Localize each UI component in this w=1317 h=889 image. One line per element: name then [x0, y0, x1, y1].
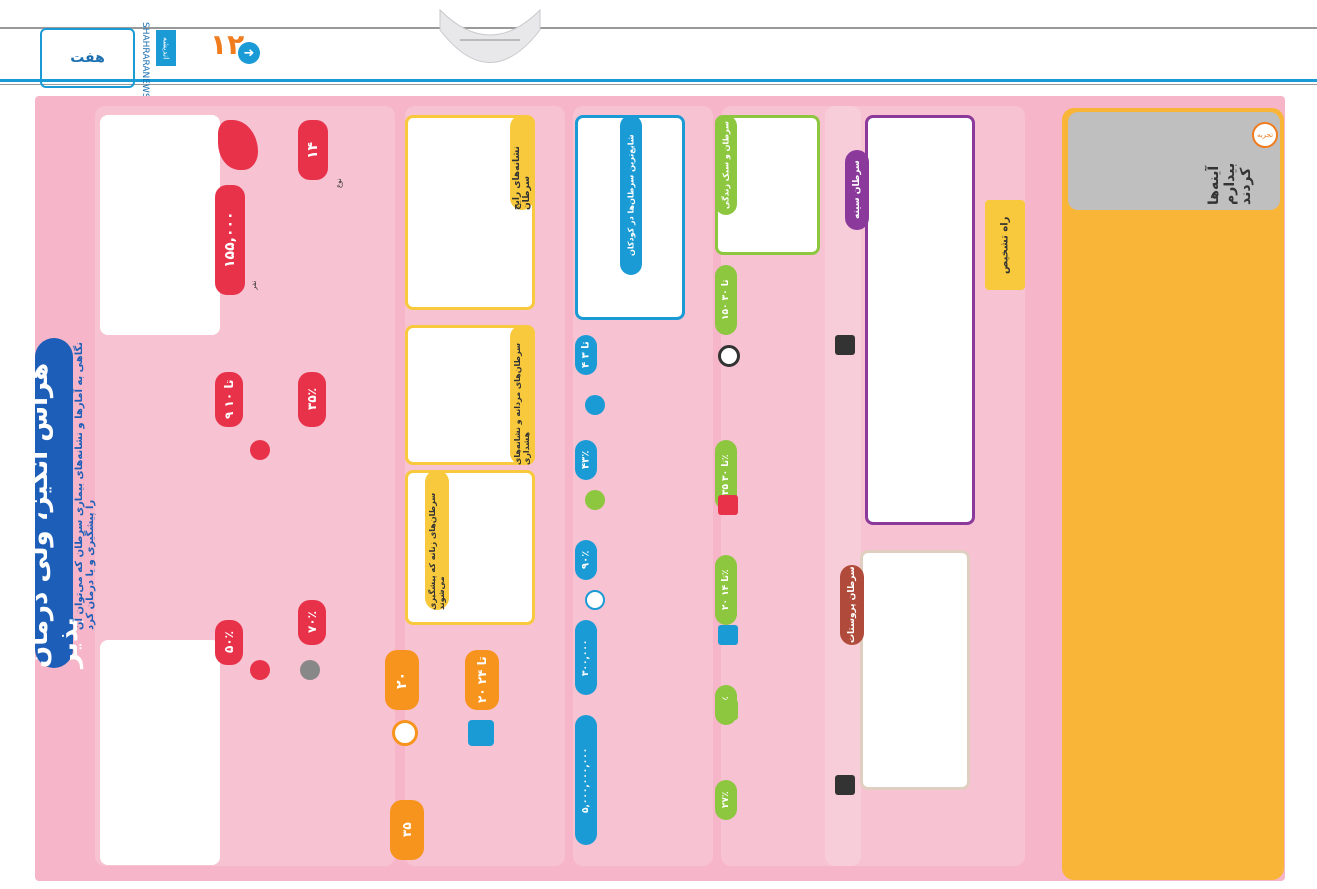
intro-text — [100, 115, 220, 335]
stat-14-unit: نوع — [335, 178, 343, 188]
stat-3-4: ۴ تا ۳ — [575, 335, 597, 375]
header-rule-blue — [0, 79, 1317, 82]
stat-5-billion: ۵,۰۰۰,۰۰۰,۰۰۰ — [575, 715, 597, 845]
person-icon — [300, 660, 320, 680]
side-title: آینه‌ها بیدارم کردند — [1206, 162, 1254, 205]
stat-35-years: ۳۵ — [390, 800, 424, 860]
intro-text-2 — [100, 640, 220, 865]
side-panel — [1062, 108, 1284, 880]
diagnosis-arrow: راه تشخیص — [985, 200, 1025, 290]
stat-20-24: ۲۰ تا ۲۴ — [465, 650, 499, 710]
prostate-cancer-title: سرطان پروستات — [840, 565, 864, 645]
experience-badge: تجربه — [1252, 122, 1278, 148]
main-title: هراس انگیز، ولی درمان پذیر — [24, 338, 84, 668]
preventable-title: سرطان‌های زنانه که پیشگیری می‌شوند — [425, 470, 449, 610]
common-signs-title: نشانه‌های رایج سرطان — [510, 115, 534, 210]
scale-icon-2 — [718, 625, 738, 645]
clock-icon-2 — [718, 345, 740, 367]
scale-icon — [468, 720, 494, 746]
stat-30-150: ۱۵۰ تا ۳۰ — [715, 265, 737, 335]
stat-14: ۱۴ — [298, 120, 328, 180]
stat-35-pct: ۳۵٪ — [298, 372, 326, 427]
stat-14-20: ۲۰ تا ۱۴٪ — [715, 555, 737, 625]
tobacco-icon — [718, 495, 738, 515]
arrow-right-icon[interactable]: ➜ — [238, 42, 260, 64]
side-panel-header — [1068, 112, 1280, 210]
prostate-cancer-box — [860, 550, 970, 790]
cancer-ribbon-icon — [439, 8, 541, 63]
stat-90-pct: ۹۰٪ — [575, 540, 597, 580]
header-rule-bottom — [0, 84, 1317, 85]
side-story-text — [1075, 220, 1275, 870]
man-icon — [835, 775, 855, 795]
breast-cancer-box — [865, 115, 975, 525]
globe-icon-2 — [585, 490, 605, 510]
stat-43-pct: ۴۳٪ — [575, 440, 597, 480]
magnifier-icon — [585, 590, 605, 610]
globe-icon — [585, 395, 605, 415]
stat-155000: ۱۵۵,۰۰۰ — [215, 185, 245, 295]
page-header: هفت SHAHRARANEWS.IR اندیشه ۱۲ ➜ — [0, 0, 1317, 110]
diagnosis-text — [990, 300, 1030, 860]
stat-300000: ۳۰۰,۰۰۰ — [575, 620, 597, 695]
clock-icon — [392, 720, 418, 746]
header-rule-top — [0, 27, 1317, 29]
breast-cancer-title: سرطان سینه — [845, 150, 869, 230]
woman-icon — [835, 335, 855, 355]
main-subtitle: نگاهی به آمارها و نشانه‌های بیماری سرطان… — [74, 341, 96, 630]
stat-50-pct: ۵۰٪ — [215, 620, 243, 665]
children-title: شایع‌ترین سرطان‌ها در کودکان — [620, 115, 642, 275]
men-warning-title: سرطان‌های مردانه و نشانه‌های هشداری — [510, 325, 534, 465]
site-url: SHAHRARANEWS.IR — [140, 22, 150, 111]
stat-155000-unit: نفر — [250, 280, 258, 290]
logo-text: هفت — [70, 50, 105, 66]
lifestyle-title: سرطان و سبک زندگی — [715, 115, 737, 215]
colon-icon — [250, 660, 270, 680]
stat-20-min: ۲۰ — [385, 650, 419, 710]
stat-70-pct: ۷۰٪ — [298, 600, 326, 645]
department-label: اندیشه — [156, 30, 176, 66]
alcohol-icon — [718, 700, 738, 720]
stat-27-pct: ۲۷٪ — [715, 780, 737, 820]
body-icon — [250, 440, 270, 460]
stat-9-10: ۹ تا ۱۰ — [215, 372, 243, 427]
logo: هفت — [40, 28, 135, 88]
